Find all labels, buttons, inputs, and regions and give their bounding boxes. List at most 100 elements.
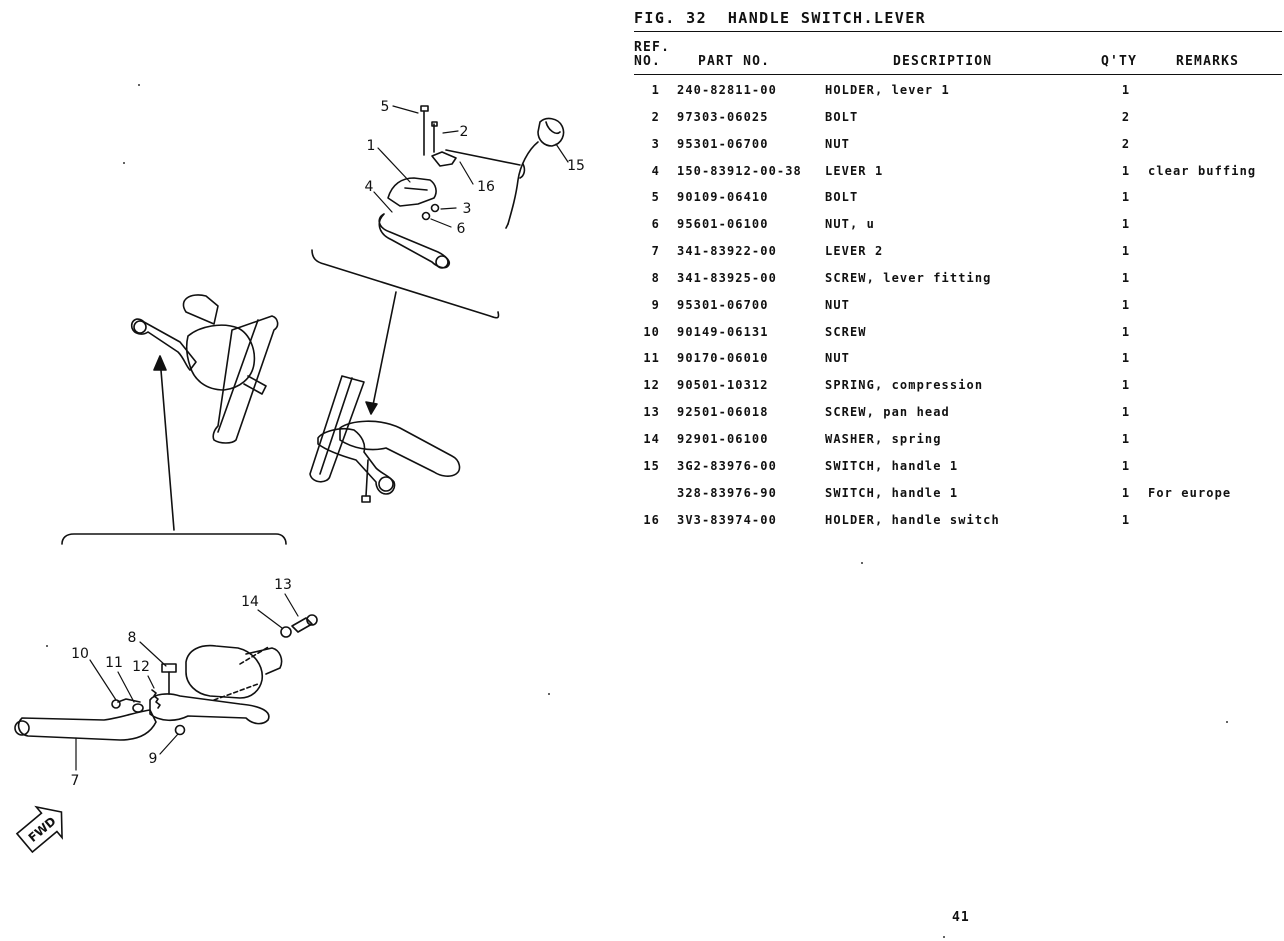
row-ref-no: 8 bbox=[651, 270, 660, 285]
row-ref-no: 3 bbox=[651, 136, 660, 151]
row-quantity: 2 bbox=[1121, 136, 1131, 151]
callout-14: 14 bbox=[241, 594, 259, 610]
row-quantity: 1 bbox=[1121, 512, 1131, 527]
row-part-number: 341-83925-00 bbox=[677, 270, 777, 285]
scan-speck bbox=[1226, 721, 1228, 723]
table-row: 1 240-82811-00 HOLDER, lever 1 1 bbox=[634, 80, 1284, 107]
row-quantity: 1 bbox=[1121, 458, 1131, 473]
row-description: SCREW, lever fitting bbox=[825, 270, 992, 285]
row-ref-no: 12 bbox=[643, 378, 660, 393]
left-handlebar-view bbox=[130, 294, 279, 444]
row-ref-no: 16 bbox=[643, 512, 660, 527]
exploded-diagram: FWD 5 2 1 15 16 4 3 6 13 14 8 10 11 12 9… bbox=[14, 99, 585, 854]
row-part-number: 92501-06018 bbox=[677, 405, 769, 420]
header-rule bbox=[634, 74, 1282, 75]
row-description: SCREW bbox=[825, 324, 867, 339]
row-ref-no: 11 bbox=[643, 351, 660, 366]
header-description: DESCRIPTION bbox=[893, 54, 993, 69]
callout-15: 15 bbox=[567, 158, 585, 174]
row-ref-no: 10 bbox=[643, 324, 660, 339]
scan-speck bbox=[861, 562, 863, 564]
callout-1: 1 bbox=[367, 138, 376, 154]
row-description: NUT bbox=[825, 351, 850, 366]
row-quantity: 1 bbox=[1121, 485, 1131, 500]
row-description: HOLDER, lever 1 bbox=[825, 83, 950, 97]
row-part-number: 240-82811-00 bbox=[677, 83, 777, 97]
callout-8: 8 bbox=[128, 630, 137, 646]
row-description: LEVER 2 bbox=[825, 244, 884, 259]
callout-12: 12 bbox=[132, 659, 150, 675]
callout-2: 2 bbox=[460, 124, 469, 140]
row-ref-no: 15 bbox=[643, 458, 660, 473]
row-part-number: 90109-06410 bbox=[677, 190, 769, 205]
lever-2-assembly bbox=[14, 614, 318, 741]
row-part-number: 95301-06700 bbox=[677, 136, 769, 151]
scan-speck bbox=[548, 693, 550, 695]
callout-10: 10 bbox=[71, 646, 89, 662]
figure-title: FIG. 32 HANDLE SWITCH.LEVER bbox=[634, 9, 927, 27]
row-description: BOLT bbox=[825, 109, 859, 124]
row-description: NUT bbox=[825, 297, 850, 312]
row-remarks: For europe bbox=[1148, 485, 1232, 500]
callout-4: 4 bbox=[365, 179, 374, 195]
callout-7: 7 bbox=[71, 773, 80, 789]
row-part-number: 92901-06100 bbox=[677, 431, 769, 446]
row-quantity: 1 bbox=[1121, 83, 1131, 97]
row-quantity: 1 bbox=[1121, 405, 1131, 420]
callout-6: 6 bbox=[457, 221, 466, 237]
row-part-number: 95301-06700 bbox=[677, 297, 769, 312]
right-handlebar-view bbox=[309, 375, 461, 503]
table-row: 13 92501-06018 SCREW, pan head 1 bbox=[634, 402, 1284, 429]
row-part-number: 97303-06025 bbox=[677, 109, 769, 124]
row-quantity: 1 bbox=[1121, 190, 1131, 205]
row-ref-no: 14 bbox=[643, 431, 660, 446]
row-description: HOLDER, handle switch bbox=[825, 512, 1000, 527]
row-description: BOLT bbox=[825, 190, 859, 205]
callout-5: 5 bbox=[381, 99, 390, 115]
row-quantity: 1 bbox=[1121, 163, 1131, 178]
row-description: WASHER, spring bbox=[825, 431, 942, 446]
scan-speck bbox=[138, 84, 140, 86]
callout-3: 3 bbox=[463, 201, 472, 217]
header-remarks: REMARKS bbox=[1176, 54, 1240, 69]
row-part-number: 150-83912-00-38 bbox=[677, 163, 802, 178]
row-quantity: 1 bbox=[1121, 324, 1131, 339]
table-row: 10 90149-06131 SCREW 1 bbox=[634, 322, 1284, 349]
row-ref-no: 13 bbox=[643, 405, 660, 420]
callout-16: 16 bbox=[477, 179, 495, 195]
row-ref-no: 1 bbox=[651, 83, 660, 97]
row-part-number: 90170-06010 bbox=[677, 351, 769, 366]
scan-speck bbox=[123, 162, 125, 164]
row-description: SPRING, compression bbox=[825, 378, 984, 393]
row-description: SWITCH, handle 1 bbox=[825, 458, 959, 473]
row-part-number: 95601-06100 bbox=[677, 217, 769, 232]
row-part-number: 341-83922-00 bbox=[677, 244, 777, 259]
table-row: 12 90501-10312 SPRING, compression 1 bbox=[634, 375, 1284, 402]
row-part-number: 90149-06131 bbox=[677, 324, 769, 339]
row-description: LEVER 1 bbox=[825, 163, 884, 178]
row-part-number: 90501-10312 bbox=[677, 378, 769, 393]
row-quantity: 1 bbox=[1121, 351, 1131, 366]
row-description: SWITCH, handle 1 bbox=[825, 485, 959, 500]
callout-11: 11 bbox=[105, 655, 123, 671]
row-quantity: 1 bbox=[1121, 378, 1131, 393]
row-description: NUT, u bbox=[825, 217, 875, 232]
row-ref-no: 4 bbox=[651, 163, 660, 178]
lever-1-assembly bbox=[378, 105, 565, 269]
row-ref-no: 6 bbox=[651, 217, 660, 232]
row-description: SCREW, pan head bbox=[825, 405, 950, 420]
header-part-no: PART NO. bbox=[698, 54, 771, 69]
header-ref-line2: NO. bbox=[634, 54, 662, 69]
